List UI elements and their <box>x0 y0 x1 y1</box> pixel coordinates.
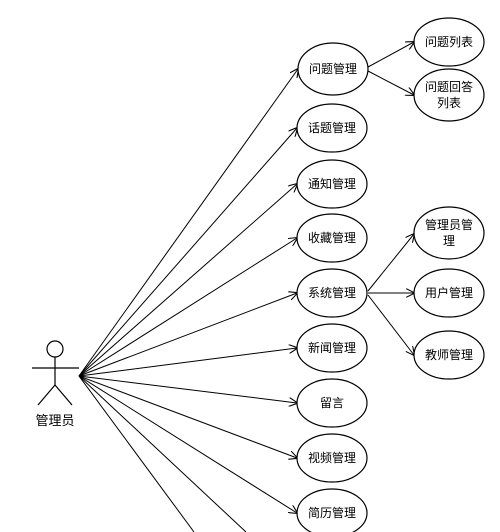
actor-leg-left <box>37 384 56 406</box>
sub-case-admin-mgmt: 管理员管 理 <box>413 206 485 260</box>
edge-actor-notice <box>78 184 297 377</box>
sub-case-label-line2: 理 <box>443 234 455 248</box>
edge-actor-resume <box>78 375 297 513</box>
use-case-label: 问题管理 <box>309 61 357 76</box>
use-case-notice-mgmt: 通知管理 <box>296 159 368 209</box>
actor-leg-right <box>54 384 73 406</box>
sub-case-label-line1: 问题回答 <box>425 79 473 94</box>
use-case-label: 系统管理 <box>308 285 356 300</box>
edge-actor-system <box>78 293 297 377</box>
use-case-news-mgmt: 新闻管理 <box>296 323 368 373</box>
use-case-system-mgmt: 系统管理 <box>296 268 368 318</box>
edge-actor-video <box>78 375 297 458</box>
edge-actor-message <box>78 375 297 403</box>
use-case-topic-mgmt: 话题管理 <box>296 103 368 153</box>
sub-case-answer-list: 问题回答 列表 <box>413 68 485 122</box>
edge-actor-question <box>78 69 298 377</box>
use-case-label: 简历管理 <box>308 505 356 520</box>
use-case-video-mgmt: 视频管理 <box>296 433 368 483</box>
use-case-label: 话题管理 <box>308 120 356 135</box>
sub-case-user-mgmt: 用户管理 <box>413 268 485 318</box>
sub-case-label-line2: 列表 <box>437 96 461 110</box>
sub-case-teacher-mgmt: 教师管理 <box>413 330 485 380</box>
actor-admin: 管理员 <box>32 340 79 429</box>
edge-system-teacher <box>367 294 414 355</box>
use-case-favorite-mgmt: 收藏管理 <box>296 213 368 263</box>
use-case-label: 视频管理 <box>308 450 356 465</box>
sub-case-label: 用户管理 <box>425 285 473 300</box>
actor-label: 管理员 <box>35 414 74 429</box>
use-case-question-mgmt: 问题管理 <box>297 42 369 96</box>
edge-actor-topic <box>78 128 297 377</box>
use-case-label: 新闻管理 <box>308 340 356 355</box>
sub-edges <box>367 42 414 355</box>
actor-head <box>46 340 64 358</box>
use-case-label: 收藏管理 <box>308 230 356 245</box>
edge-actor-news <box>78 348 297 377</box>
edge-actor-offscreen-1 <box>78 375 195 532</box>
use-case-message: 留言 <box>296 378 368 428</box>
use-case-resume-mgmt: 简历管理 <box>296 488 368 532</box>
edge-system-admin <box>367 234 414 292</box>
use-case-label: 通知管理 <box>308 176 356 191</box>
sub-case-label: 问题列表 <box>425 35 473 49</box>
edge-question-answer <box>367 70 414 95</box>
edge-actor-offscreen-2 <box>78 375 247 532</box>
sub-case-question-list: 问题列表 <box>413 17 485 67</box>
sub-case-label-line1: 管理员管 <box>425 217 473 232</box>
edge-actor-favorite <box>78 238 297 377</box>
actor-edges <box>78 69 298 532</box>
use-case-label: 留言 <box>320 396 344 410</box>
sub-case-label: 教师管理 <box>425 347 473 362</box>
edge-question-list <box>367 42 414 68</box>
